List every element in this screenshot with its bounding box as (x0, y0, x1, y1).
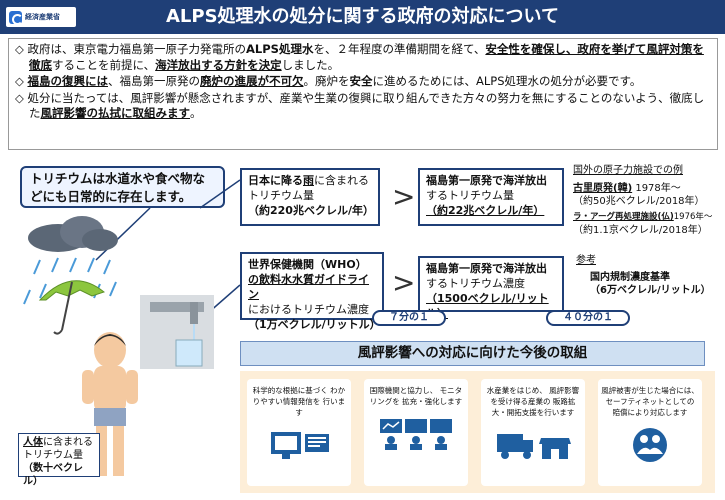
ratio-badge-one-seventh: ７分の１ (372, 310, 446, 326)
p3-b: 風評影響の払拭に取組みます (40, 106, 191, 120)
body-tritium-callout: 人体に含まれる トリチウム量 （数十ベクレル） (18, 433, 100, 487)
rain-tritium-box: 日本に降る雨に含まれる トリチウム量 （約220兆ベクレル/年） (240, 168, 380, 226)
card-4-text: 風評被害が生じた場合には、 セーフティネットとしての 賠償により対応します (601, 386, 699, 417)
person-body-icon (82, 332, 138, 476)
body-line-2: トリチウム量 (23, 450, 83, 461)
p2-e: 。廃炉を (303, 74, 350, 88)
reference-standard: 参考 国内規制濃度基準 （6万ベクレル/リットル） (576, 254, 711, 297)
measure-card-2: 国際機関と協力し、 モニタリングを 拡充・強化します (364, 379, 468, 486)
overseas-item2-value: （約1.1京ベクレル/2018年） (573, 225, 708, 236)
overseas-heading: 国外の原子力施設での例 (573, 165, 683, 176)
p1-a: ◇ 政府は、東京電力福島第一原子力発電所の (15, 42, 246, 56)
p1-d: 安全性を確保し、政府を挙げて風評対策を徹底 (29, 42, 704, 72)
p1-f: 海洋放出する方針を決定 (155, 57, 282, 72)
who-line-1: 世界保健機関（WHO） (248, 258, 367, 271)
rain-box-line-3: （約220兆ベクレル/年） (248, 204, 374, 217)
p1-c: を、２年程度の準備期間を経て、 (313, 42, 486, 56)
rain-cloud-icon (28, 216, 118, 252)
overseas-examples: 国外の原子力施設での例 古里原発(韓) 1978年～ （約50兆ベクレル/201… (573, 164, 723, 237)
handshake-icon (633, 428, 667, 462)
future-measures-title: 風評影響への対応に向けた今後の取組 (240, 341, 705, 366)
body-line-3: （数十ベクレル） (23, 463, 83, 487)
card-1-text: 科学的な根拠に基づく わかりやすい情報発信を 行います (252, 386, 346, 417)
who-guideline-box: 世界保健機関（WHO） の飲料水水質ガイドライン におけるトリチウム濃度 （1万… (240, 252, 384, 331)
measure-card-1: 科学的な根拠に基づく わかりやすい情報発信を 行います (247, 379, 351, 486)
rain-box-l1a: 日本に降る (248, 174, 303, 187)
rain-box-line-2: トリチウム量 (248, 189, 314, 202)
who-line-4: （1万ベクレル/リットル） (248, 318, 381, 331)
raindrops-icon (23, 257, 117, 305)
fuku2-line-2: するトリチウム濃度 (426, 277, 525, 290)
body-l1b: に含まれる (43, 437, 93, 448)
greater-than-icon-1: > (392, 180, 416, 213)
rain-box-line-1: 日本に降る雨に含まれる (248, 173, 372, 188)
computer-presentation-icon (271, 432, 329, 459)
umbrella-icon (38, 280, 106, 335)
who-line-2: の飲料水水質ガイドライン (248, 273, 369, 301)
callout-pointer-line-2 (95, 207, 151, 261)
header-bar (0, 0, 725, 34)
meti-logo-icon (9, 10, 23, 25)
intro-paragraph-1: ◇ 政府は、東京電力福島第一原子力発電所のALPS処理水を、２年程度の準備期間を… (15, 42, 711, 73)
fuku1-line-3: （約22兆ベクレル/年） (426, 204, 545, 217)
fukushima-concentration-box: 福島第一原発で海洋放出 するトリチウム濃度 （1500ベクレル/リットル） (418, 256, 564, 320)
p2-b: 福島の復興には (27, 74, 109, 88)
fukushima-annual-box: 福島第一原発で海洋放出 するトリチウム量 （約22兆ベクレル/年） (418, 168, 564, 226)
p2-c: 、福島第一原発の (108, 74, 200, 88)
callout-pointer-line-1 (199, 179, 240, 209)
p2-f: 安全 (349, 74, 373, 88)
measure-card-3: 水産業をはじめ、 風評影響を受け得る産業の 販路拡大・開拓支援を行います (481, 379, 585, 486)
overseas-item1-name: 古里原発(韓) (573, 183, 633, 194)
fuku2-line-1: 福島第一原発で海洋放出 (426, 262, 547, 275)
monitoring-people-icon (380, 419, 452, 450)
page-title: ALPS処理水の処分に関する政府の対応について (165, 6, 559, 27)
intro-paragraph-3: ◇ 処分に当たっては、風評影響が懸念されますが、産業や生業の復興に取り組んできた… (15, 91, 711, 122)
fuku1-line-1: 福島第一原発で海洋放出 (426, 174, 547, 187)
fuku1-line-2: するトリチウム量 (426, 189, 514, 202)
reference-heading: 参考 (576, 255, 596, 266)
overseas-item1-value: （約50兆ベクレル/2018年） (573, 196, 705, 207)
overseas-item2-name: ラ・アーグ再処理施設(仏) (573, 212, 674, 222)
meti-logo: 経済産業省 (6, 7, 76, 27)
p2-g: に進めるためには、ALPS処理水の処分が必要です。 (372, 74, 642, 88)
who-line-3: におけるトリチウム濃度 (248, 303, 369, 316)
rain-box-l1b: 雨 (303, 174, 314, 187)
p3-c: 。 (190, 106, 202, 120)
overseas-item1-year: 1978年～ (635, 183, 681, 194)
reference-line-2: （6万ベクレル/リットル） (590, 285, 711, 296)
tritium-callout: トリチウムは水道水や食べ物などにも日常的に存在します。 (20, 166, 225, 208)
body-l1a: 人体 (23, 437, 43, 448)
rain-box-l1c: に含まれる (314, 174, 369, 187)
logo-text: 経済産業省 (25, 13, 60, 21)
intro-paragraph-2: ◇ 福島の復興には、福島第一原発の廃炉の進展が不可欠。廃炉を安全に進めるためには… (15, 74, 711, 90)
p3-a: ◇ 処分に当たっては、風評影響が懸念されますが、産業や生業の復興に取り組んできた… (15, 90, 705, 121)
measure-card-4: 風評被害が生じた場合には、 セーフティネットとしての 賠償により対応します (598, 379, 702, 486)
greater-than-icon-2: > (392, 266, 416, 299)
card-2-text: 国際機関と協力し、 モニタリングを 拡充・強化します (369, 386, 463, 406)
p1-e: することを前提に、 (52, 57, 156, 72)
illustrations (23, 179, 240, 476)
overseas-item2-year: 1976年～ (673, 212, 713, 222)
p2-d: 廃炉の進展が不可欠 (200, 74, 304, 88)
ratio-badge-one-fortieth: ４０分の１ (546, 310, 630, 326)
p1-b: ALPS処理水 (246, 42, 314, 56)
intro-box: ◇ 政府は、東京電力福島第一原子力発電所のALPS処理水を、２年程度の準備期間を… (8, 38, 718, 150)
p1-g: しました。 (281, 57, 340, 72)
truck-store-icon (497, 434, 571, 459)
p2-a: ◇ (15, 74, 28, 88)
faucet-glass-icon (140, 295, 214, 369)
reference-line-1: 国内規制濃度基準 (590, 272, 670, 283)
card-3-text: 水産業をはじめ、 風評影響を受け得る産業の 販路拡大・開拓支援を行います (486, 386, 580, 417)
